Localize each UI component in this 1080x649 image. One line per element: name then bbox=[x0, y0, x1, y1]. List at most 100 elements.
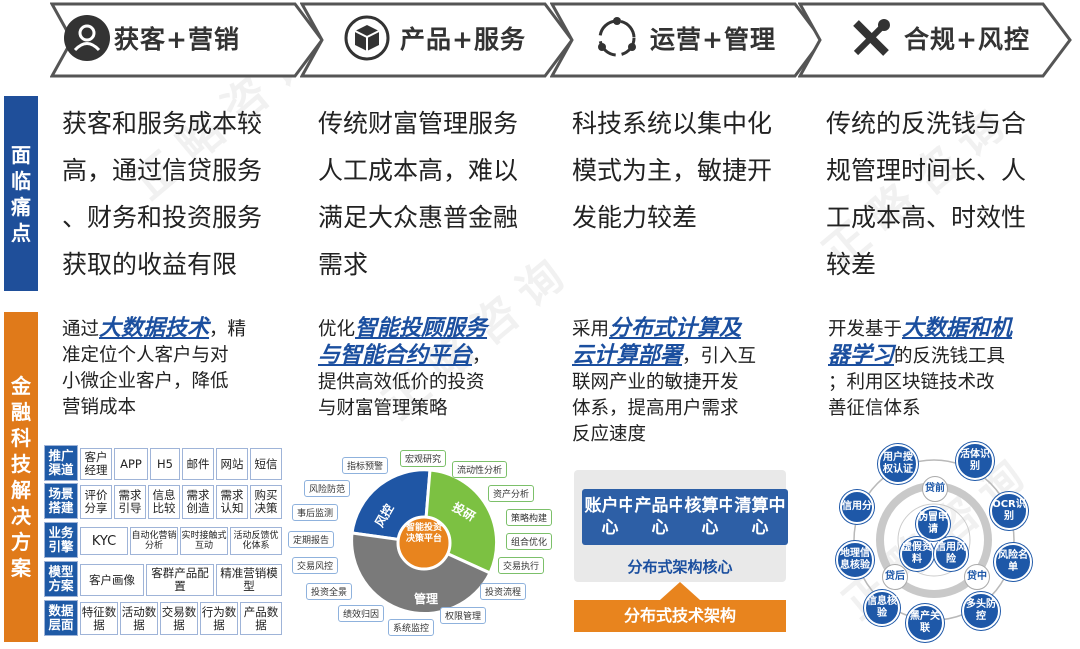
risk-outer-bubble: 黑产关联 bbox=[906, 604, 944, 642]
risk-outer-bubble: 用户授权认证 bbox=[878, 444, 918, 484]
wheel-tag: 风险防范 bbox=[304, 480, 351, 497]
grid-cell: 邮件 bbox=[182, 448, 214, 480]
grid-cell: 交易数据 bbox=[160, 602, 198, 635]
risk-outer-bubble: OCR识别 bbox=[990, 492, 1028, 530]
grid-cell: 客户经理 bbox=[80, 448, 112, 480]
highlight: 智能投顾服务 bbox=[355, 316, 488, 341]
grid-cell: KYC bbox=[80, 527, 128, 555]
pain-point-2: 传统财富管理服务人工成本高，难以满足大众惠普金融需求 bbox=[318, 109, 519, 279]
highlight: 云计算部署 bbox=[572, 343, 683, 368]
wheel-tag: 事后监测 bbox=[292, 504, 339, 521]
wheel-tag: 权限管理 bbox=[440, 607, 487, 624]
highlight: 器学习 bbox=[828, 343, 895, 368]
grid-cell: 行为数据 bbox=[200, 602, 238, 635]
grid-cell: 网站 bbox=[216, 448, 248, 480]
grid-row-head: 推广渠道 bbox=[44, 445, 78, 481]
arch-block: 清算中心 bbox=[732, 489, 788, 545]
wheel-tag: 策略构建 bbox=[506, 509, 553, 526]
sidebar-pain: 面临痛点 bbox=[4, 96, 38, 291]
risk-outer-bubble: 信息核验 bbox=[864, 590, 900, 626]
grid-row-head: 数据层面 bbox=[44, 600, 78, 636]
grid-cell: 产品数据 bbox=[240, 602, 282, 635]
wheel-tag: 资产分析 bbox=[488, 485, 535, 502]
highlight: 大数据和机 bbox=[902, 316, 1013, 341]
arch-block: 产品中心 bbox=[632, 489, 688, 545]
cycle-icon bbox=[594, 15, 640, 61]
header-label: 产品+服务 bbox=[400, 25, 526, 54]
tools-icon bbox=[848, 15, 894, 61]
header-arrow-acquisition: 获客+营销 bbox=[50, 2, 330, 78]
grid-cell: 特征数据 bbox=[80, 602, 118, 635]
solution-1: 通过大数据技术，精 准定位个人客户与对小微企业客户，降低营销成本 bbox=[62, 316, 247, 418]
box-icon bbox=[344, 15, 390, 61]
grid-cell: 短信 bbox=[250, 448, 282, 480]
grid-cell: 客群产品配置 bbox=[146, 564, 214, 596]
wheel-tag: 宏观研究 bbox=[400, 450, 447, 467]
pain-point-3: 科技系统以集中化模式为主，敏捷开发能力较差 bbox=[572, 109, 773, 232]
grid-cell: 需求引导 bbox=[114, 485, 146, 519]
grid-cell: 自动化营销分析 bbox=[130, 527, 178, 555]
risk-stage-bubble: 贷中 bbox=[964, 564, 990, 590]
risk-center-bubble: 伪冒申请 bbox=[916, 507, 950, 541]
wheel-tag: 组合优化 bbox=[506, 533, 553, 550]
risk-stage-bubble: 贷后 bbox=[882, 564, 908, 590]
wheel-tag: 交易执行 bbox=[498, 557, 545, 574]
header-arrow-product: 产品+服务 bbox=[300, 2, 580, 78]
solution-2: 优化智能投顾服务 与智能合约平台， 提供高效低价的投资与财富管理策略 bbox=[318, 316, 491, 419]
grid-cell: 需求认知 bbox=[216, 485, 248, 519]
pain-point-4: 传统的反洗钱与合规管理时间长、人工成本高、时效性较差 bbox=[826, 109, 1027, 279]
grid-cell: 购买决策 bbox=[250, 485, 282, 519]
header-label: 运营+管理 bbox=[650, 25, 776, 54]
solution-3: 采用分布式计算及 云计算部署，引入互 联网产业的敏捷开发体系，提高用户需求反应速… bbox=[572, 316, 757, 445]
arch-base-bar: 分布式技术架构 bbox=[574, 600, 786, 632]
grid-cell: 精准营销模型 bbox=[216, 564, 282, 596]
arch-up-arrow bbox=[660, 582, 700, 604]
grid-cell: 活动数据 bbox=[120, 602, 158, 635]
risk-diagram: 伪冒申请 虚假资料 信用风险 贷前 贷中 贷后 活体识别 OCR识别 风险名单 … bbox=[834, 440, 1034, 645]
grid-cell: 评价分享 bbox=[80, 485, 112, 519]
wheel-tag: 投资流程 bbox=[480, 583, 527, 600]
risk-center-bubble: 虚假资料 bbox=[900, 537, 934, 571]
risk-center-bubble: 信用风险 bbox=[934, 537, 968, 571]
header-label: 合规+风控 bbox=[904, 25, 1030, 54]
grid-row-head: 模型方案 bbox=[44, 561, 78, 597]
risk-outer-bubble: 风险名单 bbox=[994, 543, 1032, 581]
wheel-tag: 流动性分析 bbox=[452, 461, 508, 478]
highlight: 大数据技术 bbox=[99, 316, 210, 341]
sidebar-fintech: 金融科技解决方案 bbox=[4, 312, 38, 642]
wheel-tag: 指标预警 bbox=[342, 457, 389, 474]
wheel-tag: 绩效归因 bbox=[338, 605, 385, 622]
risk-outer-bubble: 多头防控 bbox=[962, 592, 1000, 630]
risk-outer-bubble: 地理信息核验 bbox=[836, 541, 874, 579]
grid-cell: 信息比较 bbox=[148, 485, 180, 519]
grid-cell: H5 bbox=[150, 448, 180, 480]
wheel-tag: 交易风控 bbox=[292, 557, 339, 574]
pain-point-1: 获客和服务成本较高，通过信贷服务、财务和投资服务获取的收益有限 bbox=[62, 109, 263, 279]
grid-cell: APP bbox=[114, 448, 148, 480]
highlight: 与智能合约平台 bbox=[318, 343, 473, 368]
user-icon bbox=[64, 15, 110, 61]
risk-outer-bubble: 活体识别 bbox=[956, 442, 994, 480]
risk-stage-bubble: 贷前 bbox=[922, 476, 948, 502]
investment-wheel: 风控 投研 管理 智能投资决策平台 指标预警 宏观研究 流动性分析 风险防范 资… bbox=[288, 445, 562, 645]
wheel-segment-label: 管理 bbox=[414, 592, 439, 606]
header-arrow-compliance: 合规+风控 bbox=[798, 2, 1078, 78]
arch-core-label: 分布式架构核心 bbox=[627, 558, 733, 576]
marketing-grid: 推广渠道 客户经理 APP H5 邮件 网站 短信 场景搭建 评价分享 需求引导… bbox=[44, 445, 282, 636]
header-label: 获客+营销 bbox=[114, 25, 240, 54]
header-arrow-operations: 运营+管理 bbox=[550, 2, 830, 78]
grid-cell: 活动反馈优化体系 bbox=[230, 527, 282, 555]
highlight: 分布式计算及 bbox=[609, 316, 742, 341]
grid-row-head: 场景搭建 bbox=[44, 483, 78, 519]
grid-row-head: 业务引擎 bbox=[44, 522, 78, 558]
wheel-tag: 定期报告 bbox=[288, 531, 335, 548]
arch-block: 账户中心 bbox=[582, 489, 638, 545]
grid-cell: 需求创造 bbox=[182, 485, 214, 519]
risk-outer-bubble: 信用分 bbox=[840, 490, 874, 524]
wheel-tag: 投资全景 bbox=[306, 583, 353, 600]
grid-cell: 客户画像 bbox=[80, 564, 144, 596]
wheel-center: 智能投资决策平台 bbox=[405, 523, 442, 544]
arch-block: 核算中心 bbox=[682, 489, 738, 545]
grid-cell: 实时接触式互动 bbox=[180, 527, 228, 555]
wheel-tag: 系统监控 bbox=[388, 619, 435, 636]
